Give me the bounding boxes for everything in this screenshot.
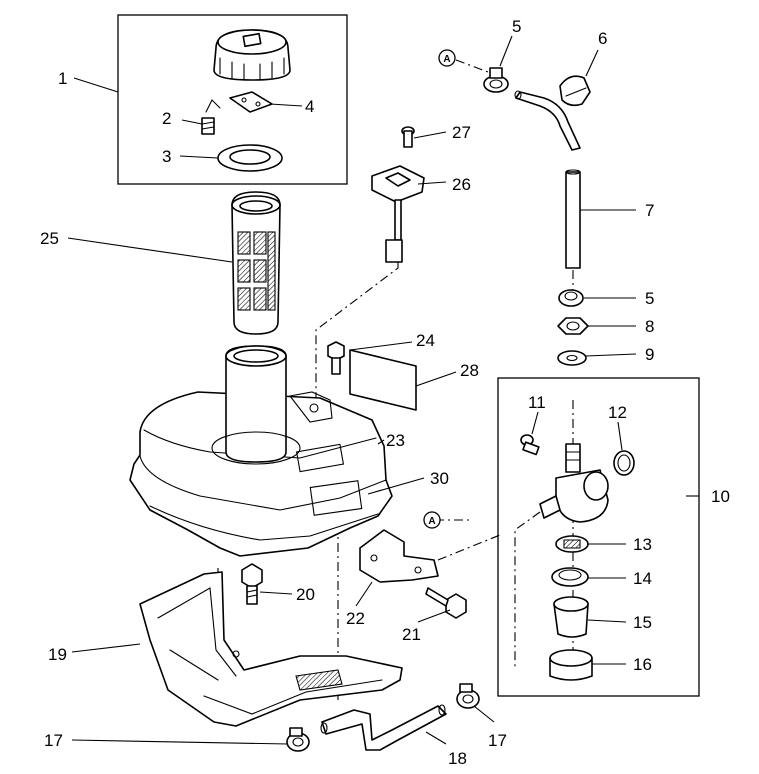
callout-30: 30: [430, 469, 449, 488]
callout-10: 10: [711, 487, 730, 506]
tank-bolt: [327, 341, 345, 375]
callout-3: 3: [162, 147, 171, 166]
label-sticker: [349, 349, 417, 411]
callout-4: 4: [305, 97, 314, 116]
bracket-bolt: [425, 587, 467, 619]
callout-23: 23: [386, 431, 405, 450]
washer: [557, 350, 587, 366]
callout-15: 15: [633, 613, 652, 632]
callout-12: 12: [608, 403, 627, 422]
filter-strainer: [231, 191, 281, 335]
tank-bracket: [359, 529, 439, 583]
axis-line-gauge: [315, 205, 399, 420]
fuel-cock-group-box: [497, 377, 700, 697]
fuel-cap: [213, 29, 291, 81]
axis-line-bracket: [437, 534, 501, 561]
fuel-hose-upper: [514, 90, 581, 269]
callout-1: 1: [58, 69, 67, 88]
callout-22: 22: [346, 609, 365, 628]
hose-clip: [559, 75, 591, 107]
cap-screw: [201, 99, 221, 135]
callout-24: 24: [416, 331, 435, 350]
fuel-gauge: [371, 165, 425, 263]
cap-gasket: [217, 144, 283, 172]
reference-marker-text: A: [428, 516, 435, 527]
callout-17-left: 17: [44, 731, 63, 750]
callout-27: 27: [452, 123, 471, 142]
callout-5-upper: 5: [512, 17, 521, 36]
callout-8: 8: [645, 317, 654, 336]
hose-clamp-lower: [558, 289, 584, 307]
fuel-hose-lower: [320, 704, 447, 751]
reference-marker-text: A: [443, 54, 450, 65]
callout-28: 28: [460, 361, 479, 380]
axis-line-cock-left: [514, 511, 541, 670]
callout-9: 9: [645, 345, 654, 364]
callout-16: 16: [633, 655, 652, 674]
leader-lines: [67, 35, 699, 745]
skid-plate-bolt: [241, 563, 263, 605]
gauge-screw: [401, 126, 415, 148]
hose-clamp-bottom-left: [286, 727, 310, 752]
callout-2: 2: [162, 109, 171, 128]
callout-6: 6: [598, 29, 607, 48]
callout-17-right: 17: [488, 731, 507, 750]
callout-13: 13: [633, 535, 652, 554]
strainer-cup-filter: [555, 535, 589, 553]
callout-19: 19: [48, 645, 67, 664]
callout-5-lower: 5: [645, 289, 654, 308]
axis-line-a-top: [455, 59, 489, 73]
cup-ring-nut: [549, 649, 593, 681]
callout-20: 20: [296, 585, 315, 604]
callout-labels: 1 2 3 4 5 5 6 7 8 9 10 11 12 13 14 15 16…: [40, 17, 730, 768]
callout-25: 25: [40, 229, 59, 248]
fuel-cock-screw: [520, 434, 540, 456]
callout-14: 14: [633, 569, 652, 588]
nut: [557, 317, 589, 335]
callout-26: 26: [452, 175, 471, 194]
reference-marker-a-middle: A: [423, 511, 441, 529]
hose-clamp-bottom-right: [456, 683, 480, 709]
callout-21: 21: [402, 625, 421, 644]
fuel-cock: [539, 443, 609, 523]
cap-kit-group-box: [117, 14, 348, 185]
hose-clamp-upper: [483, 67, 509, 93]
skid-plate: [139, 571, 403, 727]
cap-retainer-plate: [229, 91, 273, 113]
callout-11: 11: [528, 393, 546, 412]
callout-18: 18: [448, 749, 467, 768]
reference-marker-a-top: A: [438, 49, 456, 67]
callout-7: 7: [645, 201, 654, 220]
strainer-gasket: [551, 567, 589, 587]
o-ring: [613, 450, 635, 476]
sediment-cup: [553, 596, 589, 638]
fuel-tank: [129, 345, 393, 557]
